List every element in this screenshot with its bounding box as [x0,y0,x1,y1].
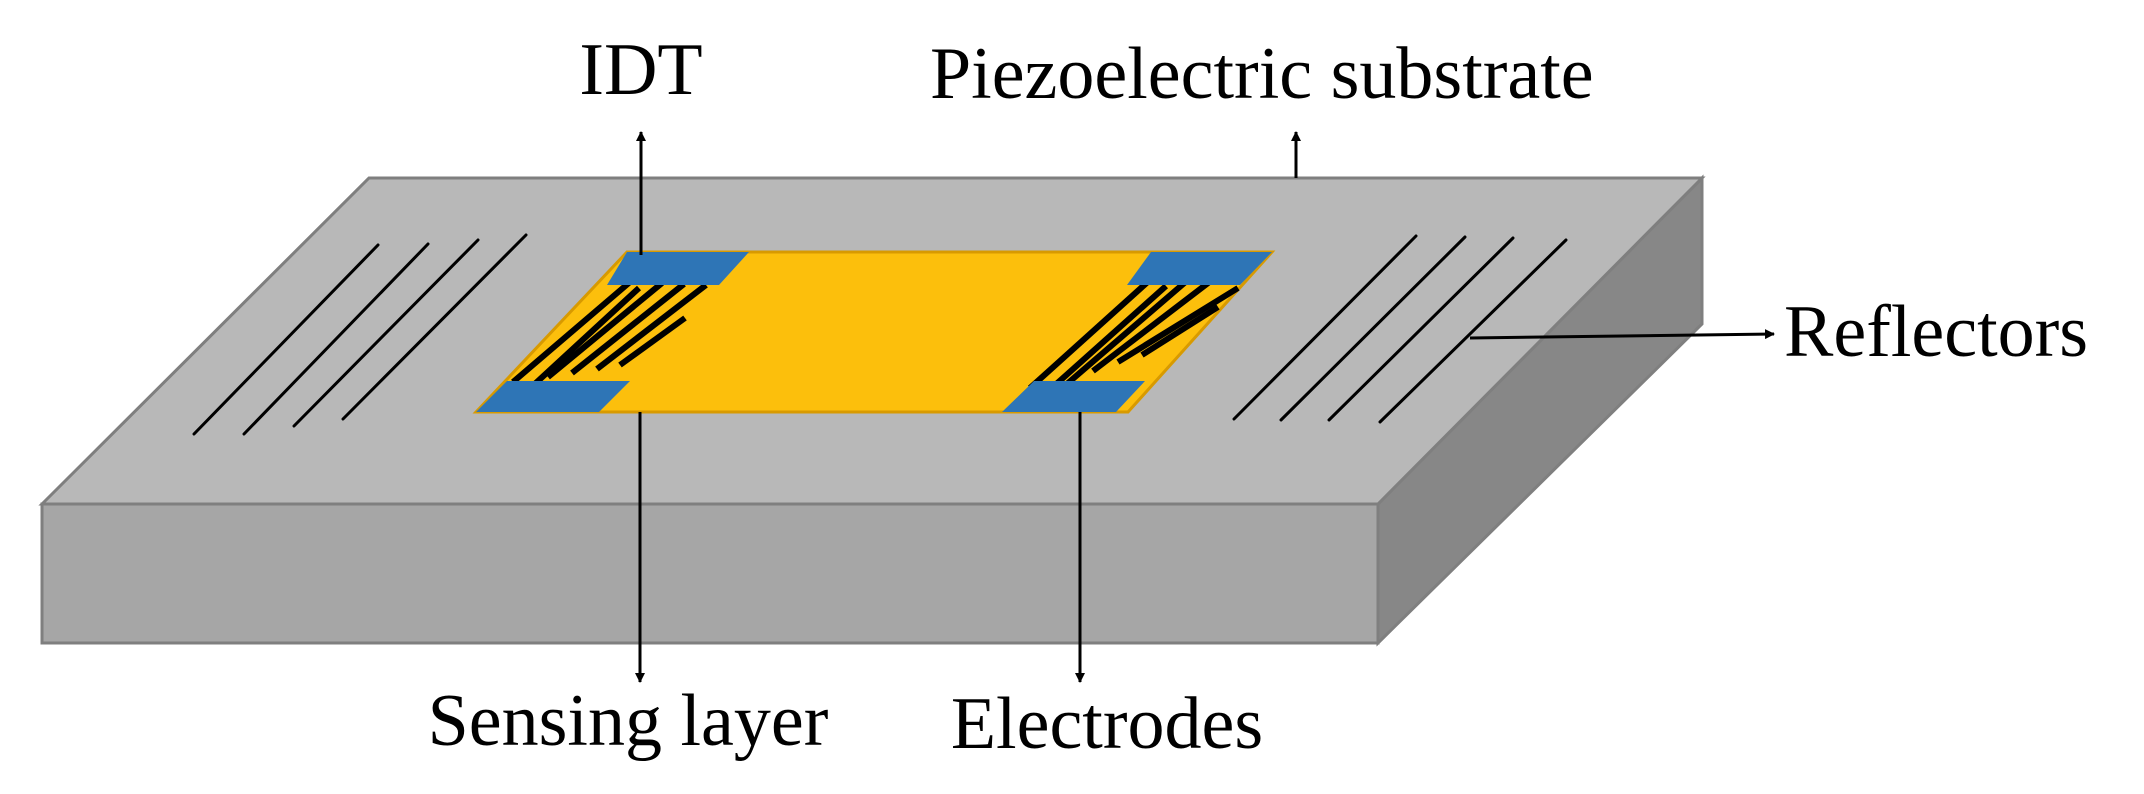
idt-finger [1042,283,1168,398]
idt-finger [1027,276,1154,391]
left-idt-fingers [511,273,708,396]
electrodes-label: Electrodes [951,683,1263,765]
right-idt-fingers [1027,276,1240,398]
idt-finger [570,281,686,376]
idt-finger [1140,304,1220,358]
sensing-layer-label: Sensing layer [428,680,829,762]
idt-finger [618,315,687,368]
idt-finger [546,280,664,380]
idt-finger [595,282,708,372]
idt-finger [1066,276,1191,386]
electrode-pad-top-right [1127,252,1272,285]
idt-finger [1116,285,1240,365]
reflectors-pointer-arrow [1469,329,1775,340]
electrode-pads [476,252,1272,412]
electrode-pad-top-left [607,252,749,285]
reflector-line [1327,236,1515,422]
idt-finger [522,285,642,396]
reflector-line [1378,238,1568,424]
reflector-line [341,233,528,421]
idt-finger [1091,277,1214,374]
reflectors-label: Reflectors [1784,291,2088,373]
reflector-line [292,238,480,428]
reflector-line [1232,234,1418,421]
left-reflectors [192,233,528,436]
reflector-line [242,242,430,436]
reflector-line [1279,235,1467,422]
electrode-pad-bottom-right [1002,381,1145,412]
electrode-pad-bottom-left [476,381,630,412]
piezoelectric-substrate-label: Piezoelectric substrate [930,33,1594,115]
reflector-line [192,243,380,436]
substrate-front-face [40,502,1380,645]
idt-label: IDT [579,29,702,111]
pointer-arrows [635,131,1775,683]
right-reflectors [1232,234,1568,424]
idt-finger [511,273,639,385]
